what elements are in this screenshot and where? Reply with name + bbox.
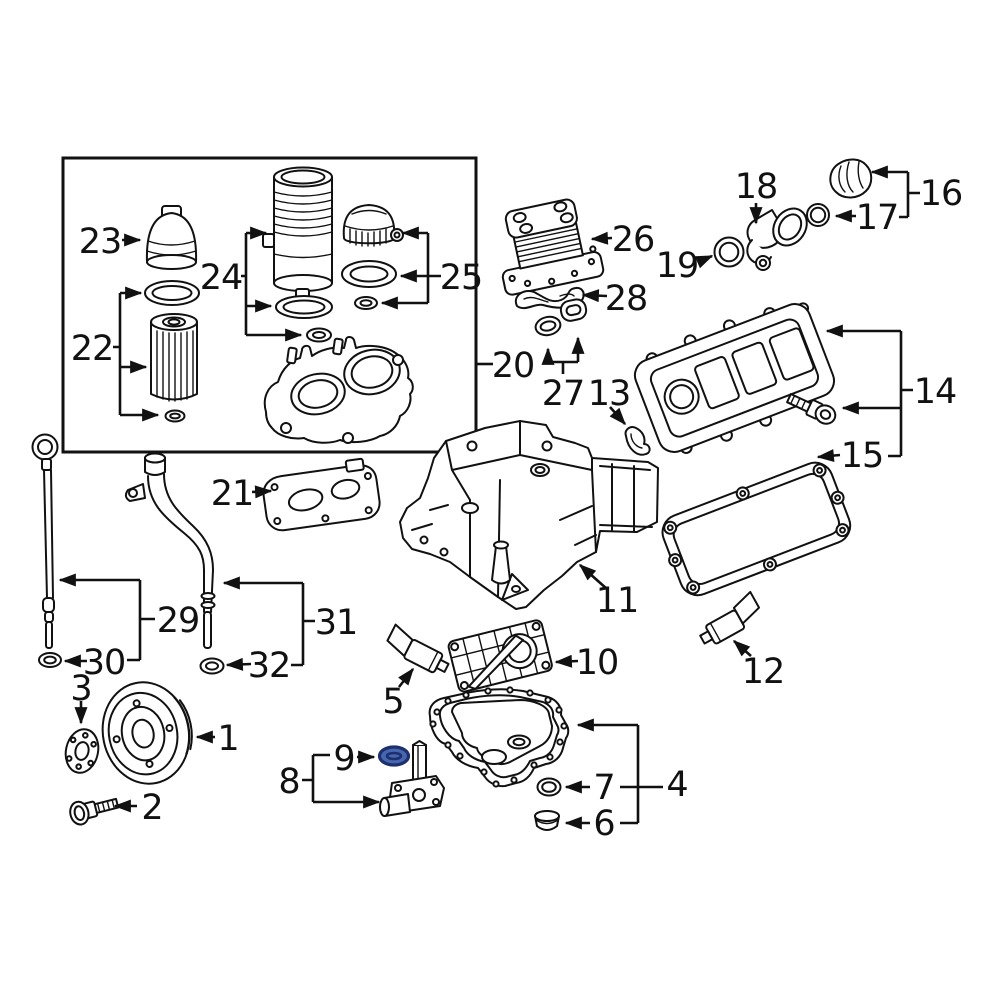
leader-15: [816, 449, 841, 463]
seal-ring-square: [559, 298, 588, 322]
callout-19: 19: [656, 246, 699, 286]
dipstick-seal: [38, 652, 62, 668]
callout-8: 8: [278, 762, 299, 802]
leader-29: [58, 573, 155, 662]
callout-11: 11: [596, 581, 639, 621]
lower-oil-pan: [428, 686, 570, 788]
leader-26: [590, 231, 613, 245]
crankshaft-pulley: [101, 681, 193, 785]
inset-box-frame: [61, 156, 478, 454]
leader-4: [576, 718, 663, 825]
callout-27: 27: [542, 374, 585, 414]
leader-31: [222, 576, 315, 667]
callout-10: 10: [576, 643, 619, 683]
bypass-valve-cap: [341, 204, 404, 310]
valve-cover-gasket: [661, 461, 852, 597]
leader-21: [251, 485, 273, 499]
callout-30: 30: [83, 643, 126, 683]
callout-1: 1: [217, 719, 238, 759]
leader-14: [825, 324, 913, 458]
leader-10: [554, 654, 579, 668]
filler-cap-oring: [806, 203, 830, 227]
drain-plug-seal: [536, 777, 562, 797]
sealant-tube-left: [386, 623, 450, 674]
callout-12: 12: [742, 652, 785, 692]
callout-18: 18: [735, 167, 778, 207]
callout-21: 21: [211, 474, 254, 514]
callout-31: 31: [315, 603, 358, 643]
callout-29: 29: [157, 601, 200, 641]
leader-25: [380, 226, 441, 310]
callout-26: 26: [612, 220, 655, 260]
leader-28: [581, 289, 608, 303]
valve-cover-bolt: [786, 393, 837, 425]
sealant-tube-right: [699, 590, 761, 645]
oil-pump-pickup: [379, 740, 445, 817]
callout-25: 25: [440, 258, 483, 298]
callout-9: 9: [333, 739, 354, 779]
leader-19: [694, 254, 714, 269]
upper-oil-pan: [399, 420, 659, 610]
oil-dipstick: [31, 433, 59, 649]
seal-ring-oval: [534, 315, 562, 337]
filter-housing-canister: [262, 166, 333, 343]
callout-16: 16: [920, 174, 963, 214]
leader-22: [113, 286, 160, 422]
oil-filter-housing-casting: [263, 336, 414, 444]
callout-13: 13: [588, 374, 631, 414]
half-moon-seal: [624, 426, 651, 456]
leader-13: [609, 406, 626, 426]
callout-24: 24: [200, 258, 243, 298]
leader-24: [241, 226, 303, 342]
leader-11: [578, 564, 608, 590]
callout-28: 28: [605, 279, 648, 319]
dipstick-tube-seal: [199, 657, 225, 675]
oil-baffle-plate: [447, 619, 553, 693]
filler-neck-seal: [713, 236, 745, 268]
leader-12: [732, 640, 752, 657]
callout-14: 14: [914, 372, 957, 412]
callout-20: 20: [492, 346, 535, 386]
valve-cover: [633, 302, 836, 454]
callout-5: 5: [382, 682, 403, 722]
oil-cooler: [501, 198, 605, 296]
oil-filter-element: [144, 280, 200, 423]
callout-23: 23: [79, 222, 122, 262]
filter-housing-gasket: [262, 457, 381, 532]
pulley-bolt: [69, 797, 120, 826]
callout-6: 6: [593, 804, 614, 844]
callout-32: 32: [248, 646, 291, 686]
drain-plug: [534, 810, 560, 831]
leader-27: [541, 336, 585, 374]
callout-numbers: 23 22 24 25 20 21 26 28 27 13 18 19 17 1…: [70, 167, 963, 844]
leader-32: [225, 657, 252, 671]
pan-bolt-holes: [429, 686, 568, 788]
gasket-bolt-holes: [663, 463, 850, 595]
callout-22: 22: [71, 329, 114, 369]
callout-leaders: [58, 165, 920, 830]
leader-5: [397, 667, 415, 688]
oil-filler-cap: [829, 158, 873, 199]
callout-17: 17: [856, 198, 899, 238]
callout-3: 3: [70, 669, 91, 709]
pulley-spacer-washer: [64, 728, 100, 774]
pickup-oring-highlighted: [377, 745, 411, 767]
callout-7: 7: [593, 768, 614, 808]
leader-16: [870, 165, 920, 219]
callout-2: 2: [141, 788, 162, 828]
leader-8: [302, 753, 381, 809]
oil-filter-cap: [145, 205, 198, 270]
dipstick-tube: [124, 452, 216, 649]
callout-4: 4: [666, 765, 687, 805]
callout-15: 15: [841, 436, 884, 476]
